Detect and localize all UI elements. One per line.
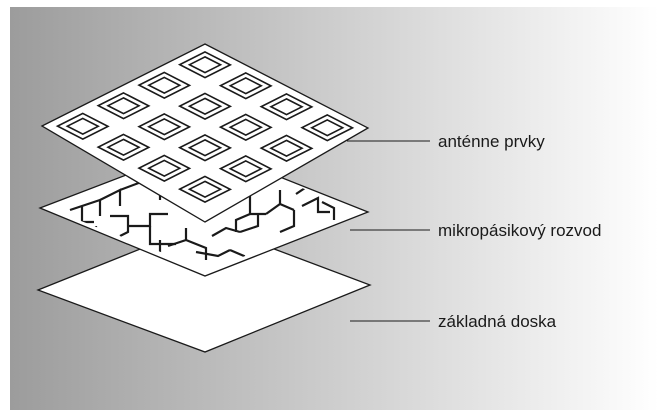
feed-trace-5 [110,214,130,237]
antenna-patch-inner-7 [147,118,182,136]
antenna-patch-16 [177,175,233,203]
feed-trace-18 [279,210,296,234]
antenna-patch-1 [177,51,233,79]
feed-trace-14 [239,214,260,234]
label-antenna-elements: anténne prvky [438,132,545,151]
antenna-patch-15 [218,155,273,183]
antenna-patch-inner-1 [187,56,223,74]
antenna-patch-8 [96,133,151,161]
antenna-patch-14 [259,134,314,162]
antenna-patch-inner-2 [147,76,182,94]
antenna-patch-11 [177,134,233,162]
antenna-patch-inner-9 [269,98,304,116]
antenna-patch-inner-3 [106,97,141,115]
antenna-patch-inner-8 [106,138,141,156]
antenna-patch-3 [96,92,151,120]
feed-trace-7 [148,226,176,246]
antenna-patch-12 [137,154,192,182]
antenna-patch-inner-15 [228,160,263,178]
antenna-patch-inner-11 [187,139,223,157]
antenna-patch-13 [300,114,355,142]
antenna-patch-inner-16 [187,180,223,198]
antenna-patch-2 [137,71,192,99]
antenna-patch-inner-6 [187,97,223,115]
feed-trace-6 [128,212,168,228]
antenna-patch-4 [55,112,110,140]
antenna-patch-9 [259,93,314,121]
antenna-patch-inner-5 [228,77,263,95]
antenna-patch-6 [177,92,233,120]
feed-trace-22 [234,212,251,232]
feed-trace-19 [301,196,330,214]
antenna-patch-inner-4 [65,117,100,135]
antenna-patch-5 [218,72,273,100]
feed-trace-11 [195,249,231,258]
feed-trace-21 [321,201,336,220]
leader-lines [347,140,430,322]
antenna-patch-inner-14 [269,139,304,157]
antenna-patch-inner-13 [310,119,345,137]
label-microstrip-feed: mikropásikový rozvod [438,221,601,240]
antenna-patch-grid [55,51,355,203]
antenna-patch-inner-10 [228,118,263,136]
antenna-patch-10 [218,113,273,141]
feed-trace-4 [80,206,94,224]
antenna-elements-plate [40,43,370,223]
label-base-plate: základná doska [438,312,557,331]
feed-trace-10 [185,238,208,260]
antenna-patch-7 [137,113,192,141]
antenna-patch-inner-12 [147,159,182,177]
